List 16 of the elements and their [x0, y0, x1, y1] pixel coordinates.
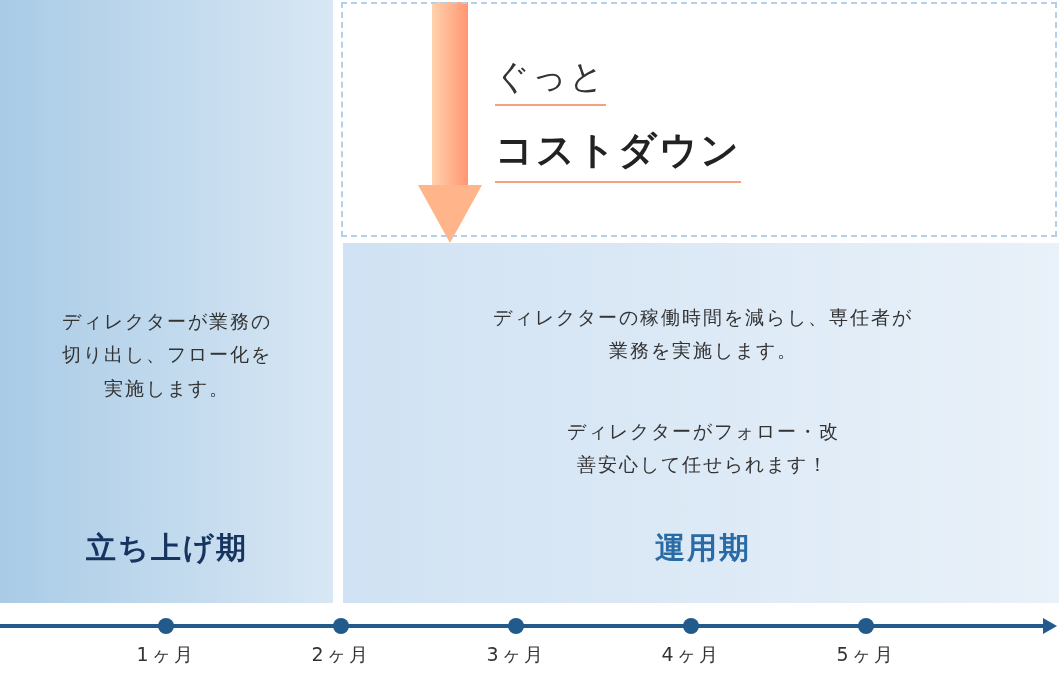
month-label: 4ヶ月: [661, 643, 721, 665]
month-label: 2ヶ月: [311, 643, 371, 665]
month-label: 5ヶ月: [836, 643, 896, 665]
description-text: ディレクターが業務の切り出し、フロー化を実施します。: [60, 309, 273, 401]
callout-text: ぐっと: [495, 54, 606, 107]
description-text: ディレクターがフォロー・改善安心して任せられます！: [565, 419, 841, 478]
description-text: ディレクターの稼働時間を減らし、専任者が業務を実施します。: [493, 305, 913, 364]
down-arrow: [418, 2, 482, 243]
phase-heading: 立ち上げ期: [85, 529, 248, 567]
phase-panel: [343, 243, 1059, 603]
month-label: 1ヶ月: [136, 643, 196, 665]
callout-box: [341, 2, 1057, 237]
phase-heading: 運用期: [655, 529, 751, 567]
callout-heading: コストダウン: [495, 126, 741, 184]
month-label: 3ヶ月: [486, 643, 546, 665]
phase-panel: [0, 0, 333, 603]
